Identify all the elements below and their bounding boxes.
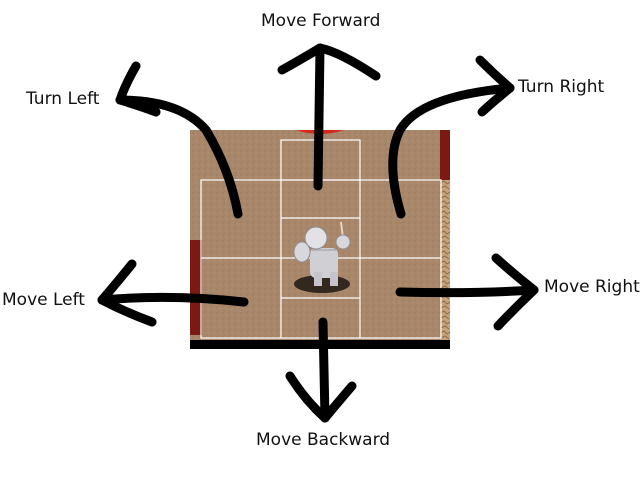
move-backward-arrow[interactable]: [285, 317, 357, 423]
move-right-arrow[interactable]: [395, 253, 539, 331]
left-wall: [190, 240, 202, 335]
turn-right-arrow[interactable]: [388, 55, 515, 219]
turn-right-label: Turn Right: [518, 77, 605, 97]
rock-edge: [440, 130, 450, 343]
turn-left-arrow[interactable]: [115, 61, 243, 219]
move-forward-label: Move Forward: [261, 11, 381, 31]
turn-left-label: Turn Left: [26, 89, 100, 109]
right-wall: [440, 130, 450, 180]
move-backward-label: Move Backward: [256, 430, 391, 450]
move-left-label: Move Left: [2, 290, 85, 310]
move-right-label: Move Right: [544, 277, 640, 297]
move-left-arrow[interactable]: [97, 259, 249, 327]
armored-knight-icon: [293, 221, 351, 293]
move-forward-arrow[interactable]: [277, 43, 381, 191]
